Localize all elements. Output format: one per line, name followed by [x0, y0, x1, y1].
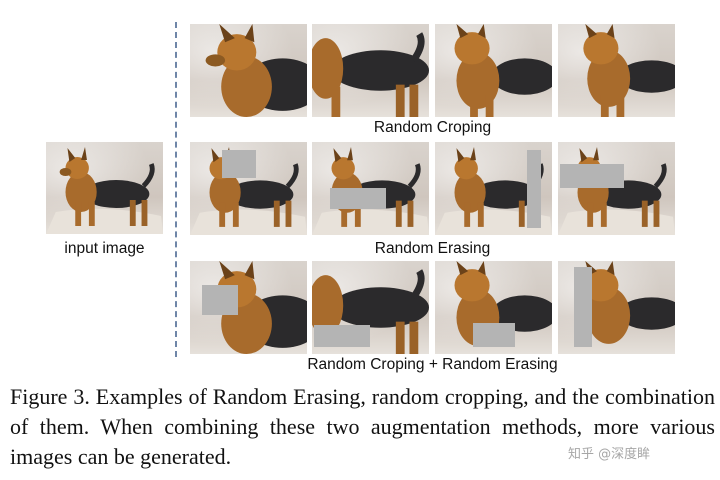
dog-illustration: [205, 24, 307, 117]
erase-4: [558, 142, 675, 235]
dog-illustration: [190, 147, 307, 235]
dog-illustration: [312, 32, 429, 117]
dog-illustration: [435, 147, 552, 235]
erased-patch: [330, 188, 386, 209]
dog-illustration: [583, 261, 675, 344]
combined-4: [558, 261, 675, 354]
crop-1: [190, 24, 307, 117]
crop-2: [312, 24, 429, 117]
random-erasing-label: Random Erasing: [374, 240, 491, 257]
dog-illustration: [454, 24, 552, 117]
combined-1: [190, 261, 307, 354]
figure: input image: [46, 22, 675, 373]
combined-3: [435, 261, 552, 354]
dog-illustration: [583, 24, 675, 117]
erased-patch: [202, 285, 238, 315]
combined-label: Random Croping + Random Erasing: [307, 356, 558, 373]
erased-patch: [314, 325, 370, 347]
crop-3: [435, 24, 552, 117]
dog-illustration: [558, 147, 675, 235]
erased-patch: [560, 164, 624, 188]
erased-patch: [527, 150, 541, 228]
input-image: [46, 142, 163, 234]
erased-patch: [222, 150, 256, 178]
divider: [175, 22, 177, 357]
crop-4: [558, 24, 675, 117]
random-cropping-label: Random Croping: [373, 119, 492, 136]
erase-1: [190, 142, 307, 235]
dog-illustration: [454, 261, 552, 346]
watermark: 知乎 @深度眸: [568, 447, 651, 462]
erase-2: [312, 142, 429, 235]
erased-patch: [473, 323, 515, 347]
input-image-label: input image: [64, 240, 145, 257]
erased-patch: [574, 267, 592, 347]
dog-illustration: [46, 147, 163, 234]
dog-illustration: [312, 269, 429, 354]
combined-2: [312, 261, 429, 354]
erase-3: [435, 142, 552, 235]
figure-caption: Figure 3. Examples of Random Erasing, ra…: [10, 384, 715, 469]
